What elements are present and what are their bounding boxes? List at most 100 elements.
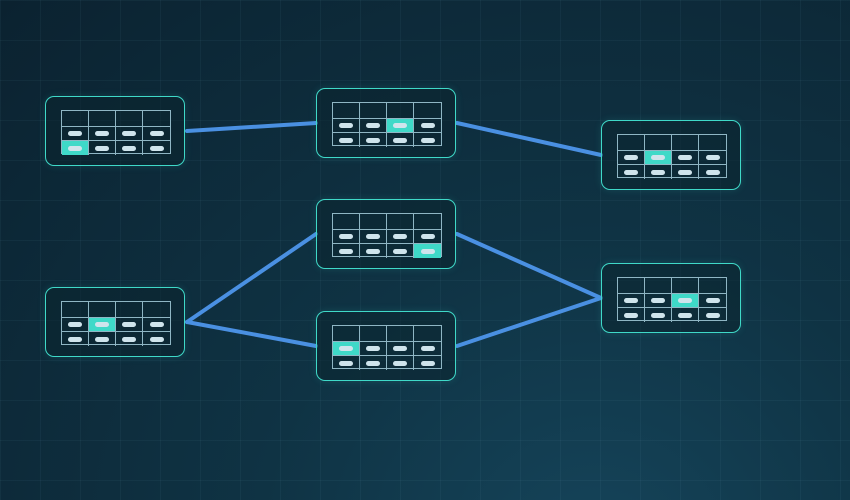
cell-value-pill: [705, 155, 720, 160]
table-cell: [672, 308, 699, 322]
cell-value-pill: [393, 248, 407, 254]
table-header-cell: [116, 111, 143, 127]
cell-value-pill: [68, 336, 82, 342]
table-cell: [387, 133, 414, 147]
table-header-cell: [360, 103, 387, 119]
cell-value-pill: [339, 234, 353, 239]
cell-value-pill: [339, 137, 353, 143]
table-cell: [699, 165, 726, 179]
table-header-cell: [387, 326, 414, 342]
table-cell-highlighted: [645, 151, 672, 165]
table-cell: [333, 244, 360, 258]
cell-value-pill: [420, 248, 435, 254]
table-header-cell: [387, 103, 414, 119]
cell-value-pill: [339, 360, 353, 366]
cell-value-pill: [149, 131, 164, 136]
table-cell: [645, 308, 672, 322]
cell-value-pill: [705, 312, 720, 318]
table-cell: [699, 151, 726, 165]
cell-value-pill: [95, 131, 109, 136]
cell-value-pill: [122, 145, 136, 151]
cell-value-pill: [122, 322, 136, 327]
table-cell: [360, 119, 387, 133]
table-node-3[interactable]: [601, 120, 741, 190]
edge-n2-n3: [455, 121, 603, 157]
cell-value-pill: [624, 169, 638, 175]
cell-value-pill: [366, 137, 380, 143]
table-cell: [645, 165, 672, 179]
table-header-cell: [62, 302, 89, 318]
cell-value-pill: [95, 336, 109, 342]
table-node-2[interactable]: [316, 88, 456, 158]
table-header-cell: [699, 278, 726, 294]
table-cell: [699, 294, 726, 308]
cell-value-pill: [95, 322, 109, 327]
table-cell: [360, 342, 387, 356]
table-node-5[interactable]: [45, 287, 185, 357]
cell-value-pill: [420, 360, 435, 366]
table-cell: [62, 332, 89, 346]
edge-n1-n2: [185, 121, 318, 133]
table-node-1[interactable]: [45, 96, 185, 166]
table-header-cell: [62, 111, 89, 127]
table-cell: [333, 356, 360, 370]
mini-table: [332, 213, 442, 258]
cell-value-pill: [393, 137, 407, 143]
table-cell: [618, 151, 645, 165]
table-header-cell: [414, 326, 441, 342]
table-cell: [360, 244, 387, 258]
table-header-cell: [699, 135, 726, 151]
cell-value-pill: [366, 234, 380, 239]
table-node-7[interactable]: [601, 263, 741, 333]
cell-value-pill: [366, 248, 380, 254]
table-cell: [360, 356, 387, 370]
cell-value-pill: [393, 123, 407, 128]
cell-value-pill: [393, 346, 407, 351]
table-cell: [387, 342, 414, 356]
cell-value-pill: [624, 298, 638, 303]
cell-value-pill: [339, 123, 353, 128]
cell-value-pill: [678, 298, 692, 303]
table-cell: [116, 141, 143, 155]
cell-value-pill: [678, 169, 692, 175]
mini-table: [617, 134, 727, 179]
mini-table: [332, 102, 442, 147]
table-header-cell: [143, 302, 170, 318]
table-header-cell: [89, 111, 116, 127]
table-header-cell: [645, 135, 672, 151]
cell-value-pill: [149, 336, 164, 342]
table-cell: [618, 308, 645, 322]
table-cell-highlighted: [62, 141, 89, 155]
table-cell: [62, 127, 89, 141]
table-cell: [414, 342, 441, 356]
table-header-cell: [360, 326, 387, 342]
edge-n6-n7: [455, 296, 603, 348]
table-cell: [143, 127, 170, 141]
edge-n5-n6: [185, 320, 318, 348]
cell-value-pill: [651, 298, 665, 303]
table-cell: [387, 244, 414, 258]
edge-n4-n7: [455, 232, 603, 300]
table-cell: [699, 308, 726, 322]
table-header-cell: [645, 278, 672, 294]
table-header-cell: [333, 103, 360, 119]
cell-value-pill: [678, 312, 692, 318]
table-header-cell: [116, 302, 143, 318]
table-cell: [89, 141, 116, 155]
table-cell: [414, 119, 441, 133]
mini-table: [617, 277, 727, 322]
table-node-6[interactable]: [316, 311, 456, 381]
table-cell-highlighted: [672, 294, 699, 308]
table-cell: [672, 165, 699, 179]
table-header-cell: [414, 103, 441, 119]
cell-value-pill: [705, 298, 720, 303]
table-cell: [387, 356, 414, 370]
cell-value-pill: [339, 346, 353, 351]
mini-table: [332, 325, 442, 370]
cell-value-pill: [366, 346, 380, 351]
table-header-cell: [618, 135, 645, 151]
cell-value-pill: [651, 312, 665, 318]
cell-value-pill: [678, 155, 692, 160]
table-node-4[interactable]: [316, 199, 456, 269]
